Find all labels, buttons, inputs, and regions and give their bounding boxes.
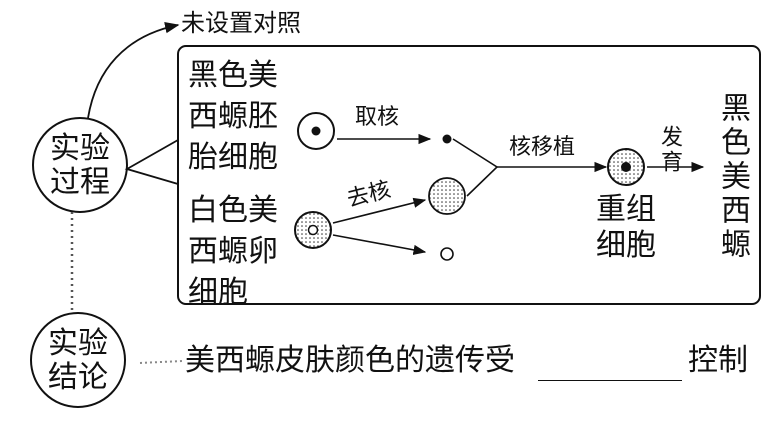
discarded-nucleus xyxy=(441,248,453,260)
conclusion-label: 实验结论 xyxy=(46,327,110,395)
white-source-label: 白色美西螈卵细胞 xyxy=(188,190,284,313)
recombined-cell-nucleus xyxy=(621,162,631,172)
egg-cell-nucleus xyxy=(309,226,318,235)
no-control-label: 未设置对照 xyxy=(181,11,301,35)
develop-label: 发育 xyxy=(658,125,680,175)
recombined-cell-label: 重组细胞 xyxy=(596,192,660,264)
conclusion-text-before: 美西螈皮肤颜色的遗传受 xyxy=(185,346,515,376)
black-source-label: 黑色美西螈胚胎细胞 xyxy=(188,55,284,178)
embryo-cell-nucleus xyxy=(312,127,321,136)
conclusion-blank[interactable] xyxy=(538,356,682,381)
removed-nucleus-arrow xyxy=(333,235,425,252)
no-control-arrow xyxy=(88,25,178,118)
result-label: 黑色美西螈 xyxy=(717,92,747,262)
transplant-label: 核移植 xyxy=(509,137,575,159)
conclusion-text-after: 控制 xyxy=(688,346,748,376)
enucleated-egg xyxy=(429,178,465,214)
process-label: 实验过程 xyxy=(48,132,112,200)
process-bracket xyxy=(127,140,178,184)
extracted-nucleus xyxy=(443,135,452,144)
take-nucleus-label: 取核 xyxy=(355,107,399,129)
conclusion-leader xyxy=(140,361,182,363)
